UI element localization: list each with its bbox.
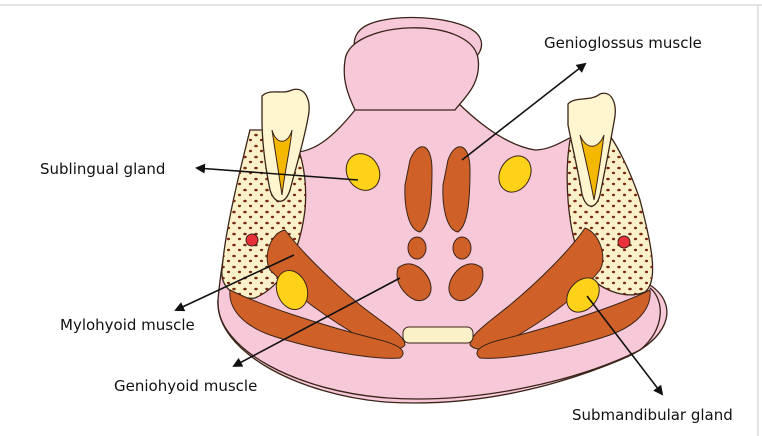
submandibular-label: Submandibular gland	[572, 406, 733, 424]
hyoid-raphe	[403, 327, 473, 343]
mylohyoid-label: Mylohyoid muscle	[60, 316, 195, 334]
tongue-dome	[344, 28, 478, 110]
right-inferior-alveolar-vessel	[618, 236, 630, 248]
sublingual-label: Sublingual gland	[40, 160, 165, 178]
left-inferior-alveolar-vessel	[246, 234, 258, 246]
genioglossus-label: Genioglossus muscle	[544, 34, 702, 52]
left-small-muscle	[408, 237, 426, 259]
right-small-muscle	[453, 237, 471, 259]
geniohyoid-label: Geniohyoid muscle	[114, 377, 257, 395]
